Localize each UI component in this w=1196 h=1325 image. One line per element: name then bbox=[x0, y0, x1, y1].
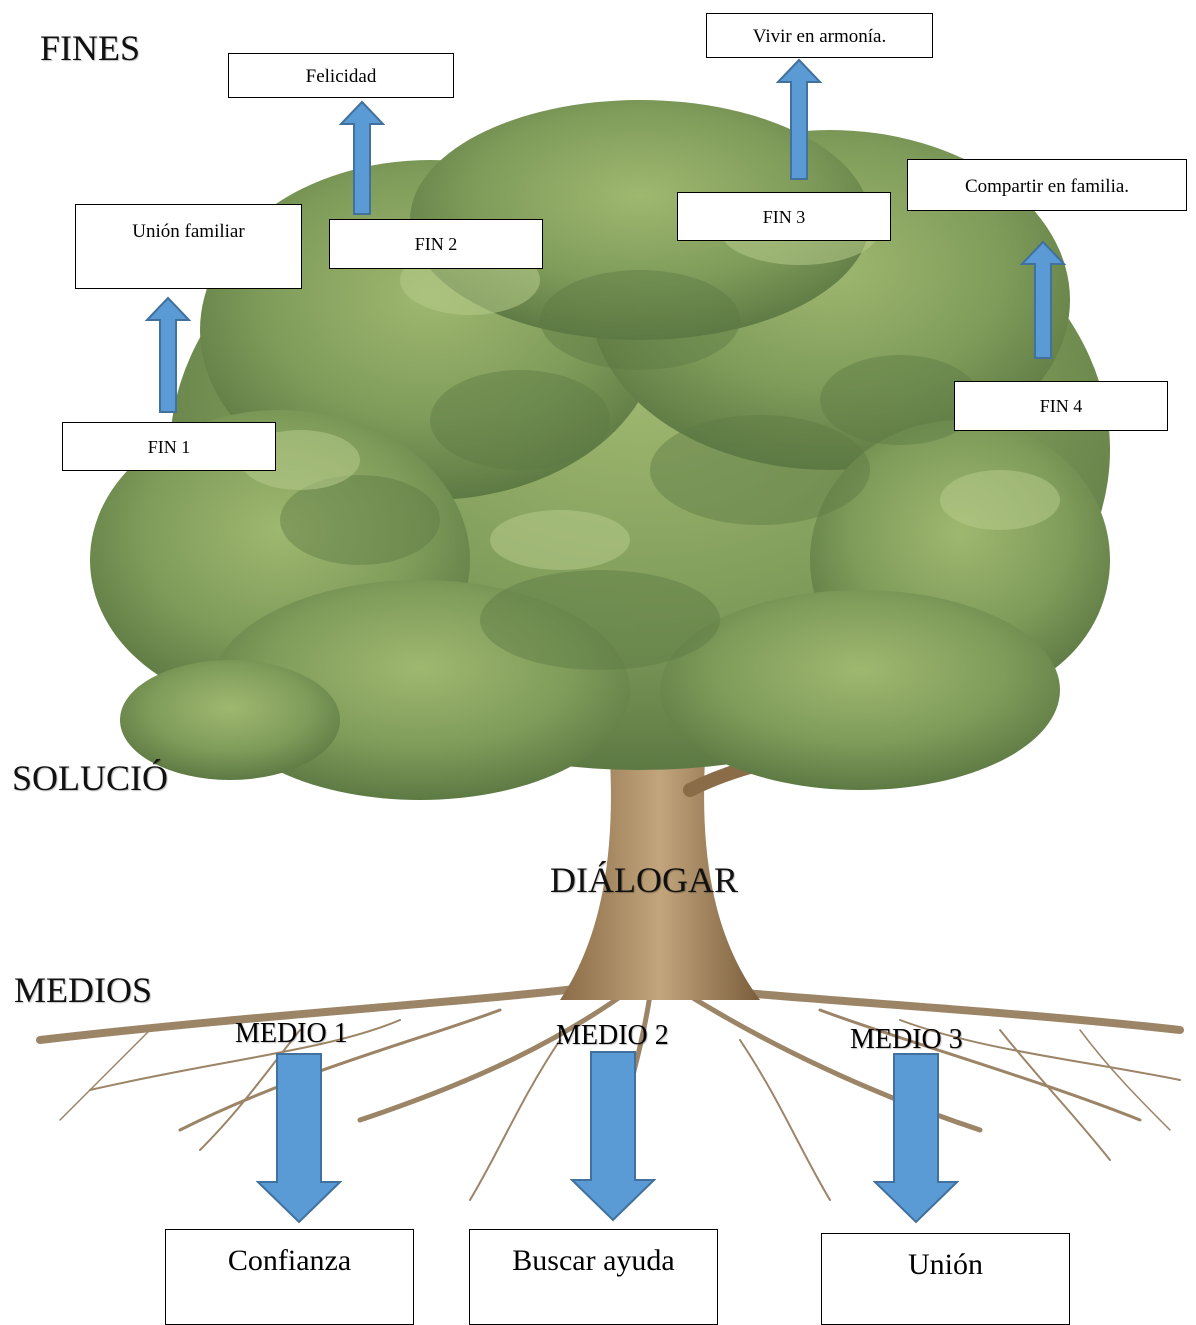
medios-heading: MEDIOS bbox=[14, 970, 153, 1010]
arrow-down-icon bbox=[256, 1053, 342, 1224]
arrow-up-icon bbox=[776, 58, 822, 180]
fin-3-label-box: FIN 3 bbox=[677, 192, 891, 241]
solucion-heading: SOLUCIÓ bbox=[12, 758, 169, 798]
arrow-down-icon bbox=[873, 1053, 959, 1224]
fin-3-result-box: Vivir en armonía. bbox=[706, 13, 933, 58]
fin-4-result-box: Compartir en familia. bbox=[907, 159, 1187, 211]
fin-2-result-box: Felicidad bbox=[228, 53, 454, 98]
fines-heading: FINES bbox=[40, 28, 141, 68]
fin-2-label-box: FIN 2 bbox=[329, 219, 543, 269]
arrow-up-icon bbox=[1020, 240, 1066, 359]
central-problem-label: DIÁLOGAR bbox=[550, 860, 738, 900]
arrow-up-icon bbox=[339, 100, 385, 215]
fin-4-label-box: FIN 4 bbox=[954, 381, 1168, 431]
medio-3-result-box: Unión bbox=[821, 1233, 1070, 1325]
medio-1-label: MEDIO 1 bbox=[235, 1018, 348, 1049]
medio-1-result-box: Confianza bbox=[165, 1229, 414, 1325]
trunk bbox=[560, 760, 760, 1000]
fin-1-label-box: FIN 1 bbox=[62, 422, 276, 471]
arrow-up-icon bbox=[145, 296, 191, 413]
medio-2-label: MEDIO 2 bbox=[556, 1020, 669, 1051]
fin-1-result-box: Unión familiar bbox=[75, 204, 302, 289]
arrow-down-icon bbox=[570, 1051, 656, 1222]
medio-2-result-box: Buscar ayuda bbox=[469, 1229, 718, 1325]
medio-3-label: MEDIO 3 bbox=[850, 1024, 963, 1055]
